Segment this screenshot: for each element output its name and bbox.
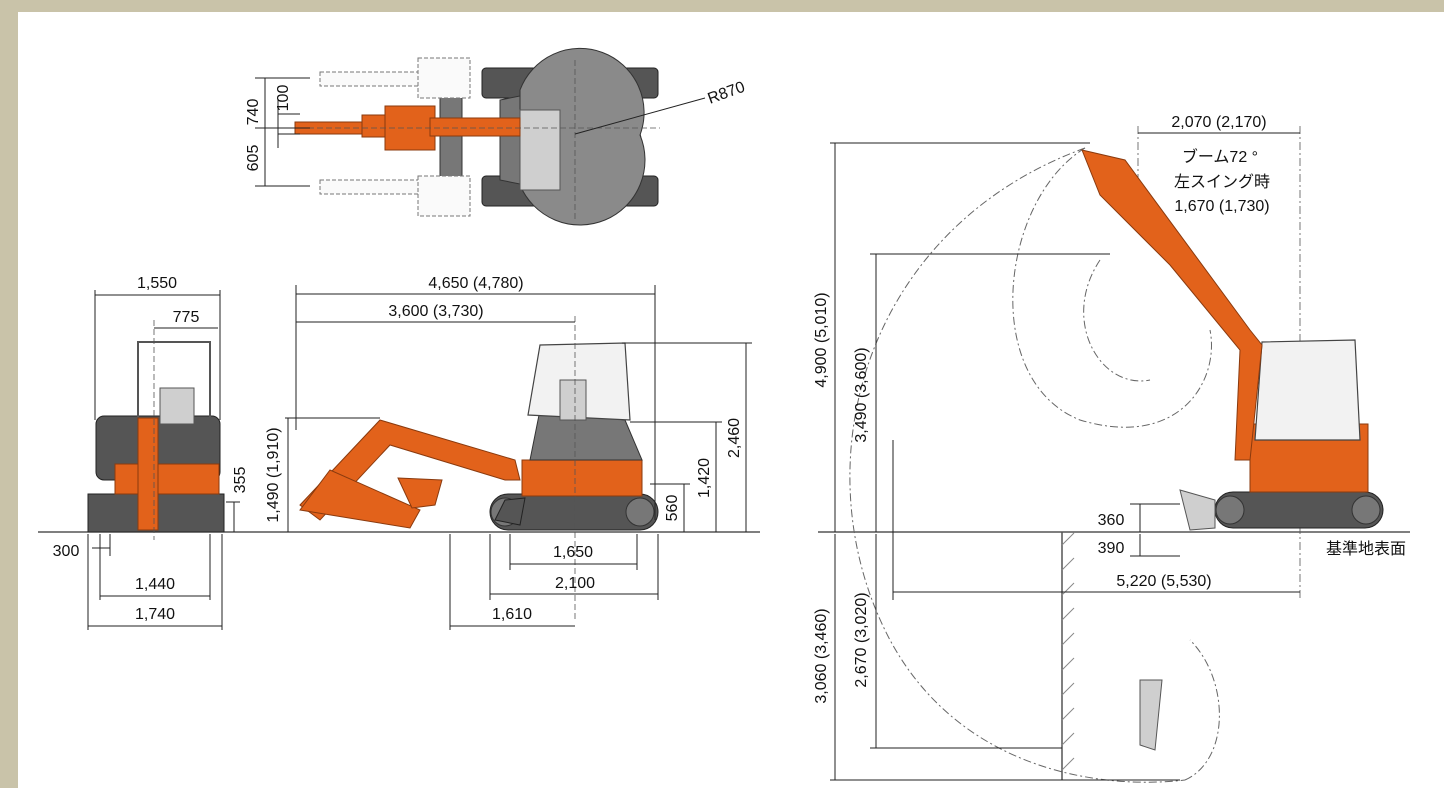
side-dim-1420: 1,420 bbox=[696, 458, 713, 498]
front-dim-300: 300 bbox=[53, 543, 80, 560]
side-view-drawing bbox=[285, 285, 752, 630]
range-note-1670: 1,670 (1,730) bbox=[1174, 198, 1269, 215]
front-dim-1550: 1,550 bbox=[137, 275, 177, 292]
range-note-left-swing: 左スイング時 bbox=[1174, 173, 1270, 191]
side-dim-1650: 1,650 bbox=[553, 544, 593, 561]
top-view-drawing bbox=[255, 47, 706, 226]
header-strip bbox=[0, 0, 1444, 12]
side-dim-2460: 2,460 bbox=[726, 418, 743, 458]
range-dim-2070: 2,070 (2,170) bbox=[1171, 114, 1266, 131]
range-note-boom-angle: ブーム72 ° bbox=[1182, 147, 1258, 166]
top-dim-100: 100 bbox=[275, 85, 292, 112]
top-dim-605: 605 bbox=[245, 145, 262, 172]
range-dim-3060: 3,060 (3,460) bbox=[813, 608, 830, 703]
side-dim-1610: 1,610 bbox=[492, 606, 532, 623]
range-dim-2670: 2,670 (3,020) bbox=[853, 592, 870, 687]
side-dim-3600: 3,600 (3,730) bbox=[388, 303, 483, 320]
top-dim-740: 740 bbox=[245, 99, 262, 126]
range-dim-360: 360 bbox=[1098, 512, 1125, 529]
side-dim-4650: 4,650 (4,780) bbox=[428, 275, 523, 292]
front-dim-355: 355 bbox=[232, 467, 249, 494]
range-dim-4900: 4,900 (5,010) bbox=[813, 292, 830, 387]
diagram-frame bbox=[18, 12, 1444, 788]
front-dim-1440: 1,440 bbox=[135, 576, 175, 593]
working-range-drawing bbox=[818, 126, 1410, 783]
front-view-drawing bbox=[87, 290, 240, 630]
front-dim-1740: 1,740 bbox=[135, 606, 175, 623]
side-dim-2100: 2,100 bbox=[555, 575, 595, 592]
side-dim-1490: 1,490 (1,910) bbox=[265, 427, 282, 522]
range-dim-3490: 3,490 (3,600) bbox=[853, 347, 870, 442]
ground-reference-label: 基準地表面 bbox=[1326, 540, 1406, 558]
range-dim-390: 390 bbox=[1098, 540, 1125, 557]
front-dim-775: 775 bbox=[173, 309, 200, 326]
range-dim-5220: 5,220 (5,530) bbox=[1116, 573, 1211, 590]
side-dim-560: 560 bbox=[664, 495, 681, 522]
top-dim-r870: R870 bbox=[706, 79, 748, 108]
